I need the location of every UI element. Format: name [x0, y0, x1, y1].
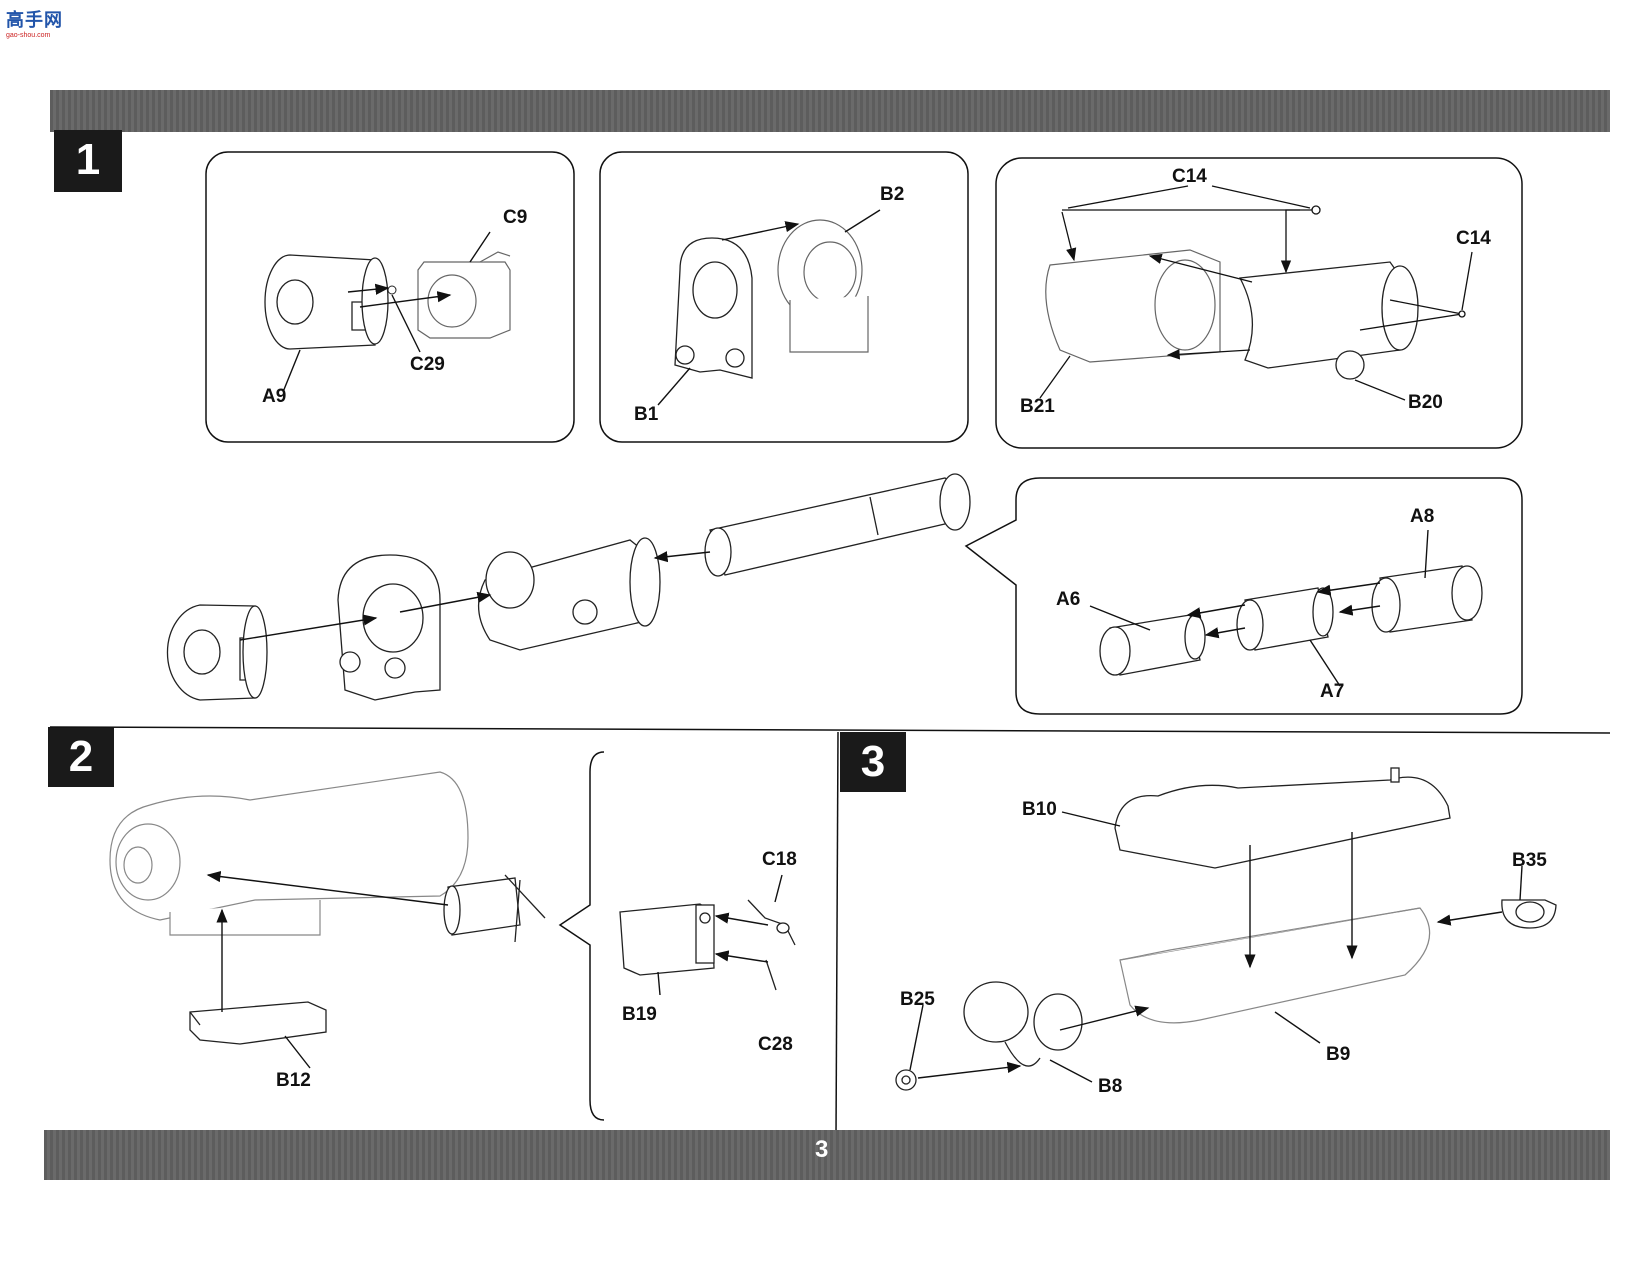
- label-b8: B8: [1098, 1076, 1122, 1097]
- label-b2: B2: [880, 184, 904, 205]
- divider-horizontal: [49, 726, 1611, 734]
- part-b9-drawing: [1119, 907, 1431, 1024]
- part-c9-drawing: [417, 251, 511, 339]
- label-b1: B1: [634, 404, 659, 425]
- label-b20: B20: [1408, 392, 1443, 413]
- part-b19-drawing: [619, 903, 715, 976]
- step-2-badge: 2: [48, 727, 114, 787]
- part-c18-drawing: [747, 899, 796, 946]
- step2-callout-bracket: [558, 751, 605, 1121]
- label-c18: C18: [762, 849, 797, 870]
- part-b8-drawing: [963, 981, 1083, 1067]
- label-b10: B10: [1022, 799, 1057, 820]
- label-a7: A7: [1320, 681, 1344, 702]
- watermark-url: gao-shou.com: [6, 32, 51, 39]
- header-band: [50, 90, 1610, 132]
- part-c28-drawing: [765, 959, 777, 991]
- part-b21-drawing: [1045, 249, 1221, 363]
- part-b10-drawing: [1114, 767, 1451, 869]
- step-1-badge: 1: [54, 130, 122, 192]
- step2-gun-assembly: [109, 771, 469, 936]
- part-b12-drawing: [189, 1001, 327, 1045]
- label-b25: B25: [900, 989, 935, 1010]
- label-b9: B9: [1326, 1044, 1350, 1065]
- label-b19: B19: [622, 1004, 657, 1025]
- step-3-badge: 3: [840, 732, 906, 792]
- step1-panel-a9: [205, 151, 575, 443]
- label-a9: A9: [262, 386, 286, 407]
- footer-band: [44, 1130, 1610, 1180]
- label-a6: A6: [1056, 589, 1080, 610]
- label-c29: C29: [410, 354, 445, 375]
- label-b35: B35: [1512, 850, 1547, 871]
- part-b35-drawing: [1501, 899, 1557, 929]
- label-b12: B12: [276, 1070, 311, 1091]
- part-b2-drawing: [777, 219, 869, 353]
- label-a8: A8: [1410, 506, 1434, 527]
- part-b20-drawing: [1238, 261, 1419, 380]
- part-a9-drawing: [264, 254, 389, 350]
- label-b21: B21: [1020, 396, 1055, 417]
- watermark-brand: 高手网: [6, 10, 63, 30]
- watermark-logo: 高手网 gao-shou.com: [6, 6, 70, 39]
- label-c28: C28: [758, 1034, 793, 1055]
- part-c29-pin: [387, 285, 397, 295]
- part-b1-drawing: [674, 237, 753, 379]
- label-c14-right: C14: [1456, 228, 1491, 249]
- label-c9: C9: [503, 207, 527, 228]
- step1-panel-barrel-detail: [964, 477, 1523, 715]
- barrel-parts-a6-a7-a8: [1099, 565, 1483, 676]
- part-b25-drawing: [895, 1069, 917, 1091]
- divider-vertical: [835, 731, 839, 1137]
- page-number: 3: [815, 1136, 829, 1163]
- label-c14-top: C14: [1172, 166, 1207, 187]
- step1-main-assembly: [166, 473, 971, 701]
- step2-sight-assembly: [443, 874, 546, 943]
- step1-panel-b1b2: [599, 151, 969, 443]
- step1-panel-b20b21: [995, 157, 1523, 449]
